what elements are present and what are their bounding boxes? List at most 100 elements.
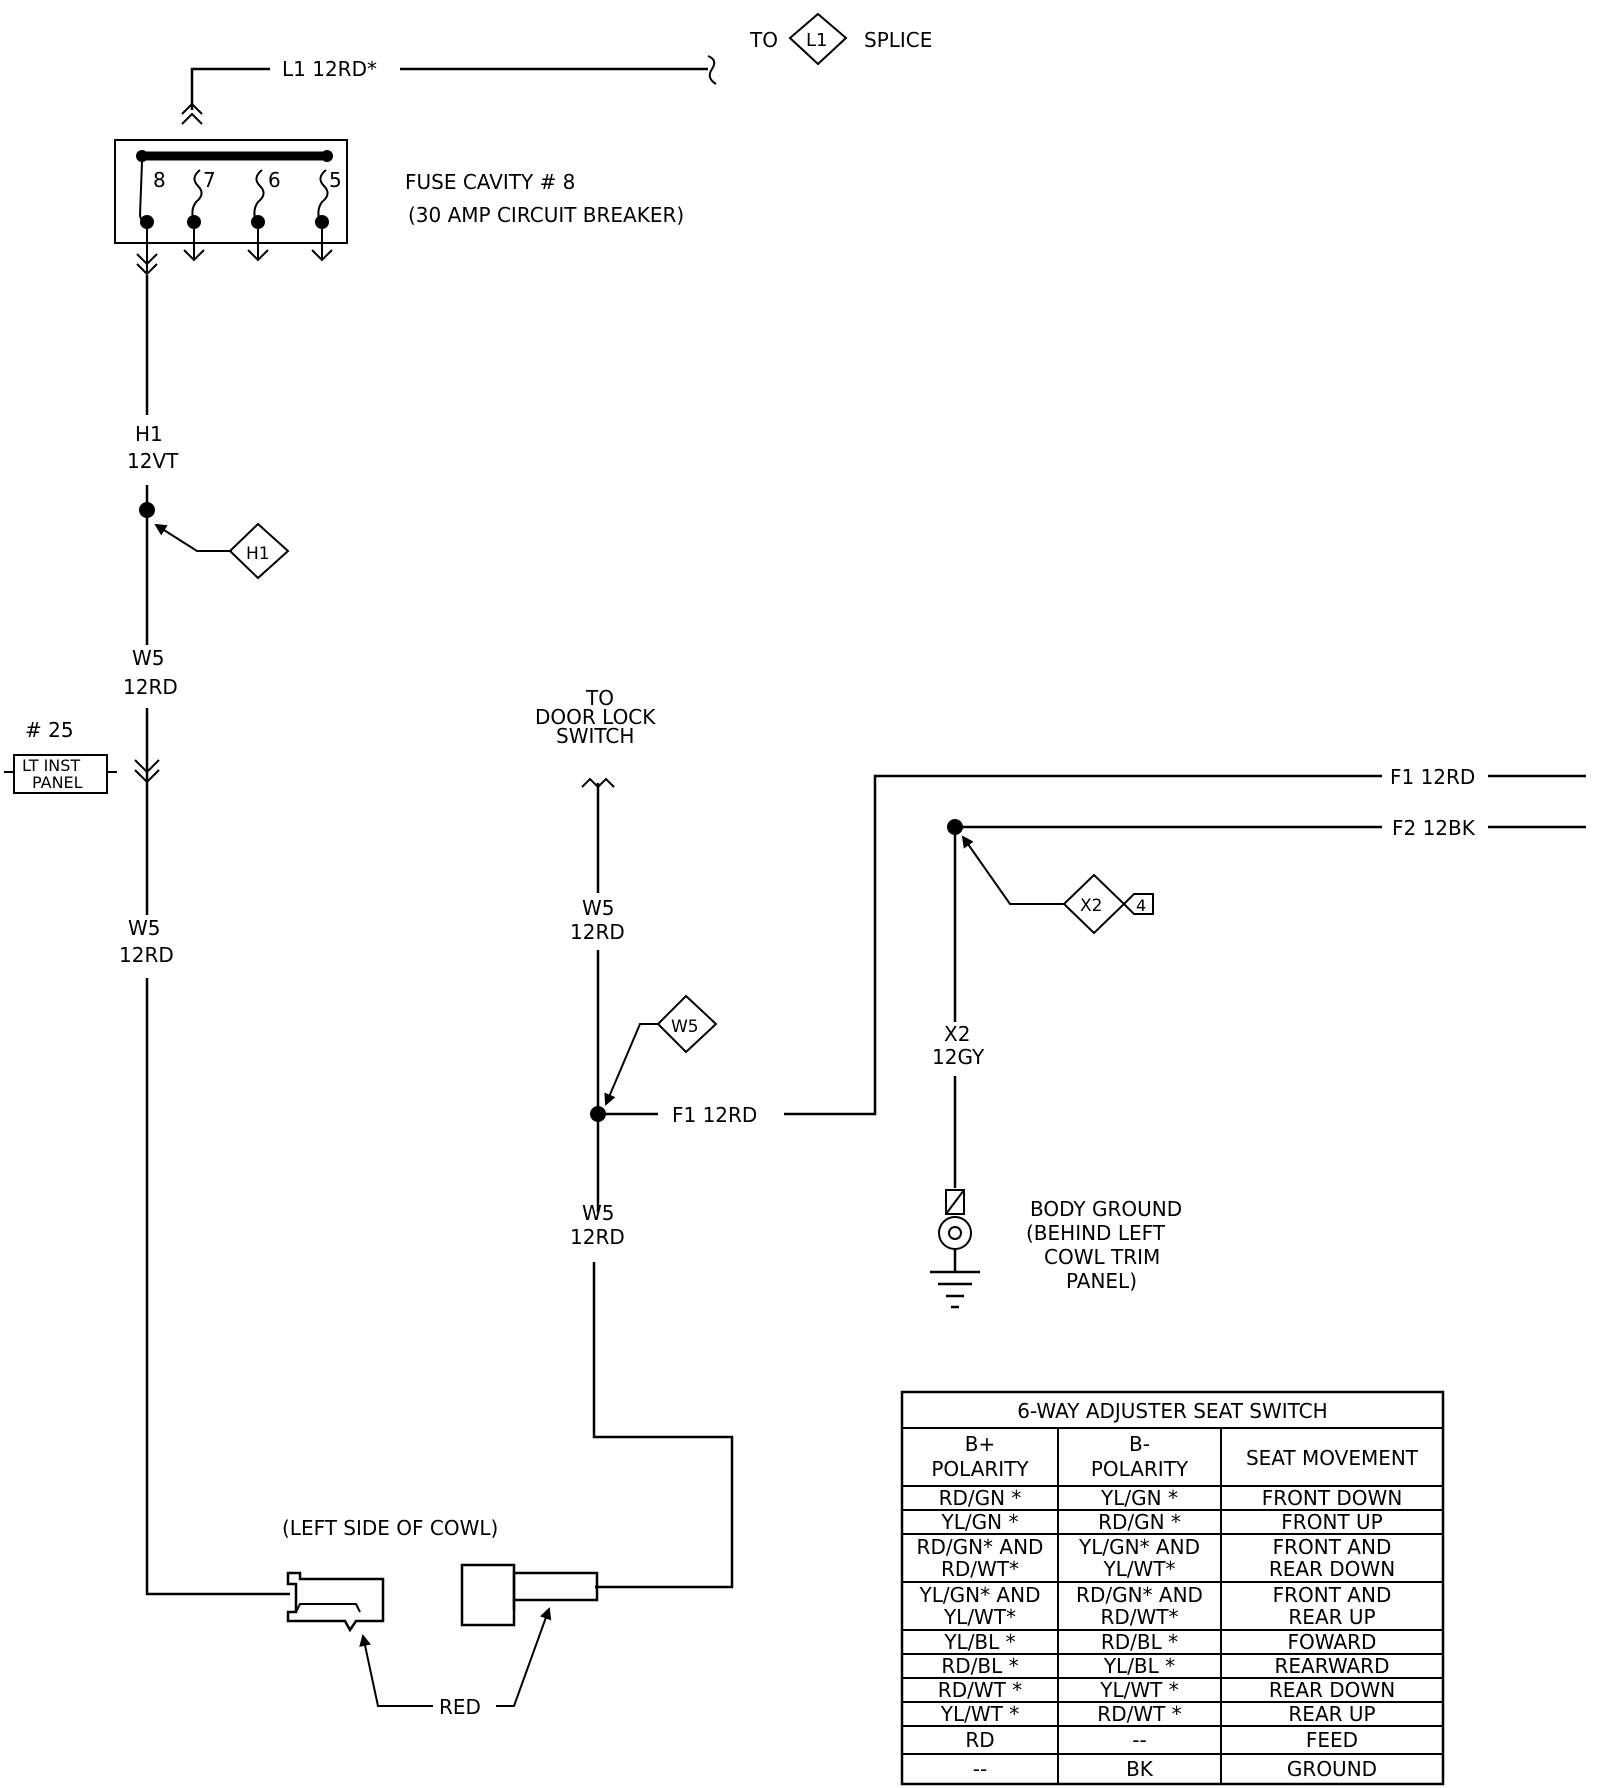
table-header-cell: POLARITY xyxy=(931,1457,1029,1481)
table-cell: -- xyxy=(1132,1728,1146,1752)
table-cell: YL/WT* xyxy=(943,1605,1016,1629)
h1-connector-leader xyxy=(154,523,232,552)
table-cell: RD/WT * xyxy=(938,1678,1022,1702)
ground-eyelet-slash xyxy=(945,1189,965,1215)
h1-connector-diamond xyxy=(228,522,290,580)
h1-gauge-label: 12VT xyxy=(127,449,179,473)
female-connector xyxy=(286,1571,385,1633)
terminal-6 xyxy=(251,215,265,229)
w5-connector-label: W5 xyxy=(671,1017,699,1037)
f2-right-label: F2 12BK xyxy=(1392,816,1476,840)
fuse-box xyxy=(114,139,348,244)
h1-circuit-label: H1 xyxy=(135,422,163,446)
table-cell: FRONT AND xyxy=(1273,1535,1392,1559)
ground-eyelet-ring xyxy=(938,1216,972,1250)
table-cell: FRONT UP xyxy=(1281,1510,1382,1534)
panel-line1: LT INST xyxy=(22,756,80,775)
table-header-cell: B+ xyxy=(965,1432,995,1456)
left-circuit: H1 12VT H1 W5 12RD W5 12RD xyxy=(119,275,290,1596)
table-cell: YL/WT * xyxy=(1099,1678,1178,1702)
fuse-up-chevron xyxy=(181,102,203,125)
w5-wire-to-cowl xyxy=(145,978,290,1596)
door-lock-line2: DOOR LOCK xyxy=(535,705,656,729)
h1-connector-label: H1 xyxy=(246,544,270,564)
male-connector-shell xyxy=(512,1571,599,1602)
l1-splice-group: L1 12RD* TO L1 SPLICE xyxy=(190,12,932,110)
x2-gauge-label: 12GY xyxy=(932,1045,985,1069)
w5-connector-leader xyxy=(604,1023,660,1106)
terminal-8 xyxy=(140,215,154,229)
panel-double-chevron xyxy=(134,759,160,784)
w5d-circuit-label: W5 xyxy=(582,1201,615,1225)
panel-number: # 25 xyxy=(25,718,74,742)
w5c-gauge-label: 12RD xyxy=(570,920,625,944)
f1-mid-label: F1 12RD xyxy=(672,1103,757,1127)
l1-wire-label: L1 12RD* xyxy=(282,57,377,81)
w5a-gauge-label: 12RD xyxy=(123,675,178,699)
table-header-cell: SEAT MOVEMENT xyxy=(1246,1446,1419,1470)
cowl-connectors: (LEFT SIDE OF COWL) RED xyxy=(282,1516,599,1719)
pin-8-label: 8 xyxy=(153,168,166,192)
f1-right-label: F1 12RD xyxy=(1390,765,1475,789)
break-mark xyxy=(707,55,717,85)
ground-eyelet-hole xyxy=(948,1226,962,1240)
red-leader-right xyxy=(496,1607,552,1707)
ground-line1: BODY GROUND xyxy=(1030,1197,1182,1221)
fuse-subtitle: (30 AMP CIRCUIT BREAKER) xyxy=(408,203,684,227)
w5-wire-to-cowl-right xyxy=(592,1262,734,1589)
table-cell: RD/GN * xyxy=(939,1486,1022,1510)
fuse-title: FUSE CAVITY # 8 xyxy=(405,170,575,194)
ground-line3: COWL TRIM xyxy=(1044,1245,1160,1269)
pin-5-label: 5 xyxy=(329,168,342,192)
lt-inst-panel: # 25 LT INST PANEL xyxy=(4,718,117,794)
w5b-circuit-label: W5 xyxy=(128,916,161,940)
pin-7-label: 7 xyxy=(203,168,216,192)
fuse-block: 8 7 6 5 FUSE CAVITY # 8 (30 AMP CIRCUIT … xyxy=(114,102,684,276)
bus-dot-right xyxy=(321,150,333,162)
table-cell: YL/GN* AND xyxy=(1078,1535,1200,1559)
table-cell: REARWARD xyxy=(1275,1654,1390,1678)
table-cell: REAR DOWN xyxy=(1269,1557,1395,1581)
f1-wire-mid-right xyxy=(784,774,1382,1116)
x2-connector-diamond xyxy=(1062,873,1126,935)
table-cell: RD xyxy=(965,1728,994,1752)
male-connector-body xyxy=(460,1563,516,1627)
pin-6-label: 6 xyxy=(268,168,281,192)
w5a-circuit-label: W5 xyxy=(132,646,165,670)
splice-id-label: L1 xyxy=(806,30,827,51)
table-title: 6-WAY ADJUSTER SEAT SWITCH xyxy=(1017,1399,1327,1423)
female-connector-slot xyxy=(295,1603,361,1613)
table-cell: FEED xyxy=(1306,1728,1358,1752)
table-frame xyxy=(900,1390,1445,1786)
table-cell: RD/WT * xyxy=(1097,1702,1181,1726)
x2-connector-label: X2 xyxy=(1080,896,1102,916)
table-cell: RD/BL * xyxy=(941,1654,1018,1678)
x2-pin-label: 4 xyxy=(1136,896,1146,915)
table-cell: REAR UP xyxy=(1288,1702,1375,1726)
pin6-down-chevron xyxy=(247,249,269,262)
pin6-lead xyxy=(253,169,265,223)
ground-line4: PANEL) xyxy=(1066,1269,1137,1293)
splice-label: SPLICE xyxy=(864,28,932,52)
table-header-cell: B- xyxy=(1129,1432,1150,1456)
panel-line2: PANEL xyxy=(32,773,83,792)
terminal-5 xyxy=(315,215,329,229)
x2-pin-tag xyxy=(1122,893,1154,915)
table-cell: RD/WT* xyxy=(941,1557,1019,1581)
table-cell: -- xyxy=(973,1757,987,1781)
red-leader-left xyxy=(359,1634,433,1707)
l1-wire xyxy=(190,67,270,110)
table-cell: RD/BL * xyxy=(1101,1630,1178,1654)
x2-circuit-label: X2 xyxy=(944,1022,970,1046)
splice-to-label: TO xyxy=(749,28,778,52)
door-lock-circuit: TO DOOR LOCK SWITCH W5 12RD W5 F1 12RD W… xyxy=(535,686,1382,1589)
cowl-label: (LEFT SIDE OF COWL) xyxy=(282,1516,498,1540)
table-cell: REAR UP xyxy=(1288,1605,1375,1629)
table-cell: RD/WT* xyxy=(1100,1605,1178,1629)
x2-connector-leader xyxy=(961,835,1066,905)
pin7-lead xyxy=(191,169,203,223)
ground-line2: (BEHIND LEFT xyxy=(1026,1221,1166,1245)
w5-connector-diamond xyxy=(656,994,718,1054)
table-cell: YL/WT * xyxy=(940,1702,1019,1726)
